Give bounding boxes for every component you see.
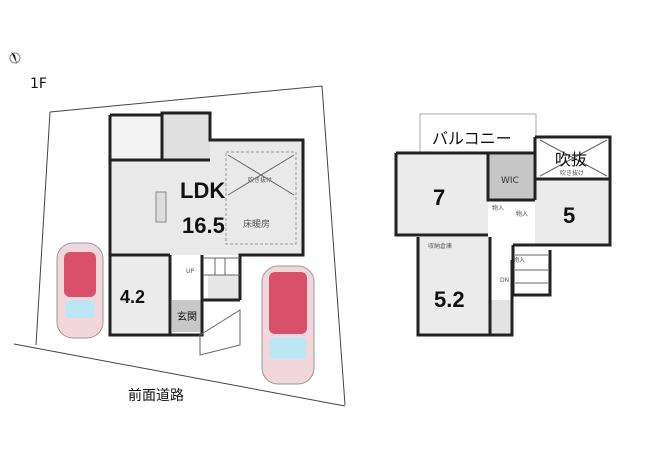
room-5-size: 5 (563, 203, 575, 228)
road-line (13, 343, 346, 407)
ldk-size: 16.5 (182, 213, 225, 238)
closet-label: 物入 (516, 210, 528, 218)
lot-boundary (49, 85, 346, 406)
wic-label: WIC (501, 176, 519, 186)
north-arrow-icon (9, 52, 21, 64)
floor2-building: バルコニー 吹抜 吹き抜け WIC 7 5 5.2 物入 物入 物入 収納倉庫 … (394, 113, 612, 337)
floor-label-1f: 1F (30, 76, 47, 92)
room-4-2-size: 4.2 (120, 287, 145, 307)
floor-heating-label: 床暖房 (243, 218, 270, 230)
storage-label: 収納倉庫 (428, 242, 452, 250)
car-icon (56, 242, 104, 339)
void-label: 吹抜 (555, 150, 587, 169)
room-7-size: 7 (433, 185, 445, 210)
ldk-label: LDK (180, 178, 225, 203)
room-5-2-size: 5.2 (434, 287, 465, 312)
closet-label: 物入 (492, 204, 504, 212)
entrance-label: 玄関 (177, 310, 197, 323)
void-note-1f: 吹き抜け (248, 176, 272, 184)
void-note-2f: 吹き抜け (560, 169, 584, 177)
stairs-down-label: DN (500, 277, 509, 284)
road-label: 前面道路 (128, 387, 184, 404)
balcony-label: バルコニー (432, 129, 512, 148)
lot-boundary-left (35, 111, 51, 346)
closet-label: 物入 (513, 256, 525, 264)
floor1-building: LDK 16.5 床暖房 吹き抜け 4.2 玄関 UP (108, 111, 305, 356)
stairs-up-label: UP (186, 268, 194, 275)
car-icon (261, 265, 315, 385)
